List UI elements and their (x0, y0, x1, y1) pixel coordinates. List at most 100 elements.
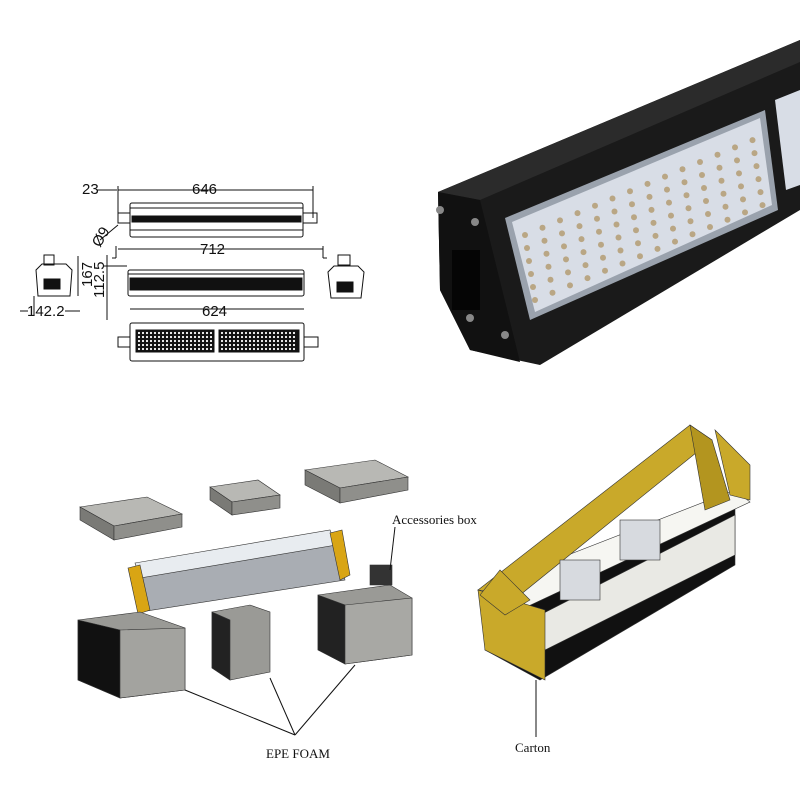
led-dot (252, 339, 256, 343)
led (755, 176, 762, 183)
led-dot (264, 347, 268, 351)
led-dot (232, 331, 236, 335)
dim-hole: Ø9 (89, 224, 114, 250)
led-dot (185, 339, 189, 343)
led (539, 224, 546, 231)
led-dot (181, 343, 185, 347)
led-dot (236, 343, 240, 347)
led (707, 224, 713, 230)
led-dot (244, 331, 248, 335)
led (549, 289, 556, 296)
led-dot (280, 331, 284, 335)
led-dot (240, 347, 244, 351)
led-dot (256, 343, 260, 347)
led-dot (137, 347, 141, 351)
led (592, 202, 598, 209)
led-dot (260, 347, 264, 351)
led (701, 185, 707, 191)
led-dot (153, 343, 157, 347)
led (524, 245, 530, 251)
led-dot (236, 331, 240, 335)
led-dot (220, 331, 224, 335)
led-dot (272, 331, 276, 335)
led (722, 203, 729, 210)
led (751, 150, 758, 157)
dim-total-length: 712 (200, 241, 225, 258)
led-dot (137, 343, 141, 347)
led-dot (292, 331, 296, 335)
led-dot (165, 347, 169, 351)
led-dot (268, 331, 272, 335)
led-dot (276, 343, 280, 347)
led (522, 232, 528, 238)
led-dot (280, 339, 284, 343)
led-dot (169, 347, 173, 351)
led-dot (209, 343, 213, 347)
led (646, 193, 653, 200)
led (699, 172, 705, 178)
led-dot (141, 347, 145, 351)
led (697, 159, 703, 165)
led-dot (244, 343, 248, 347)
led (615, 234, 622, 241)
led-dot (272, 347, 276, 351)
led-dot (177, 347, 181, 351)
front-view (117, 322, 319, 362)
technical-drawing (20, 186, 365, 362)
led-dot (141, 343, 145, 347)
led (561, 243, 567, 250)
led (563, 256, 569, 263)
led (574, 210, 581, 217)
led-dot (193, 339, 197, 343)
led-dot (189, 347, 193, 351)
led (596, 228, 602, 235)
led-dot (272, 335, 276, 339)
led-dot (205, 339, 209, 343)
led-dot (220, 335, 224, 339)
led (670, 225, 676, 232)
led-dot (185, 335, 189, 339)
led-dot (284, 347, 288, 351)
led (617, 247, 624, 254)
side-view (103, 255, 305, 320)
led-dot (173, 347, 177, 351)
led-dot (141, 335, 145, 339)
led (526, 258, 532, 264)
led-dot (161, 343, 165, 347)
led-dot (205, 331, 209, 335)
led (662, 173, 668, 180)
led-dot (248, 335, 252, 339)
led-dot (232, 335, 236, 339)
led-dot (240, 335, 244, 339)
led-dot (157, 347, 161, 351)
led (720, 190, 727, 197)
led-dot (157, 339, 161, 343)
led-dot (280, 343, 284, 347)
led (629, 201, 635, 208)
led-dot (284, 335, 288, 339)
led-dot (137, 339, 141, 343)
led-dot (165, 331, 169, 335)
led-dot (256, 335, 260, 339)
led-dot (224, 339, 228, 343)
led-dot (149, 347, 153, 351)
led-dot (236, 347, 240, 351)
led-dot (161, 335, 165, 339)
led-dot (260, 331, 264, 335)
epe-foam-label: EPE FOAM (266, 746, 330, 761)
led-dot (260, 343, 264, 347)
led-dot (220, 343, 224, 347)
led-dot (236, 339, 240, 343)
led (635, 240, 641, 247)
led-dot (189, 343, 193, 347)
led-dot (224, 335, 228, 339)
led-dot (248, 343, 252, 347)
led-dot (165, 343, 169, 347)
led-dot (181, 347, 185, 351)
led-dot (173, 335, 177, 339)
led-dot (145, 339, 149, 343)
led-dot (244, 339, 248, 343)
led-dot (232, 347, 236, 351)
led (757, 189, 764, 196)
led-dot (185, 331, 189, 335)
